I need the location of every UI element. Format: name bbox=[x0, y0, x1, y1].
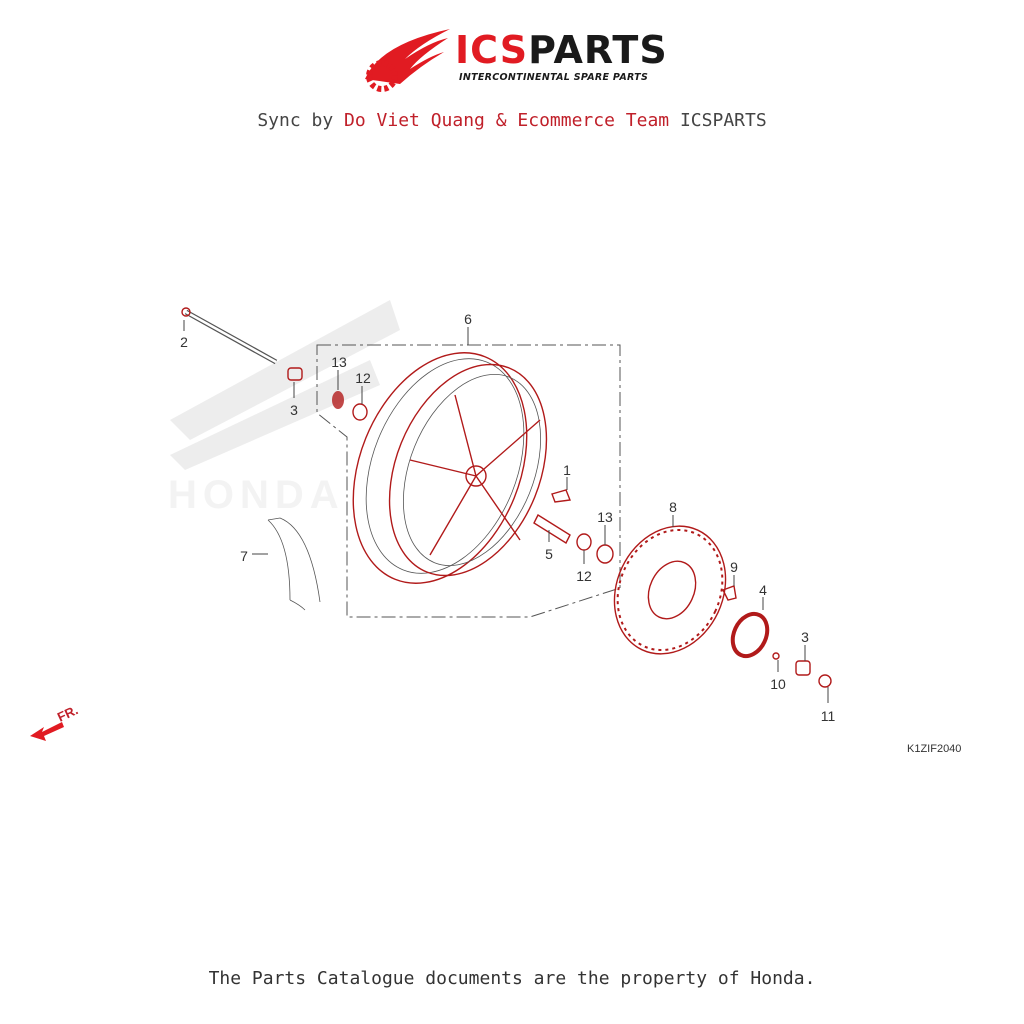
collar-left bbox=[287, 367, 303, 381]
bearing-right bbox=[576, 533, 592, 551]
callout-1: 1 bbox=[563, 462, 571, 478]
collar-right bbox=[795, 660, 811, 676]
sync-suffix: ICSPARTS bbox=[679, 110, 767, 131]
brake-disc bbox=[613, 525, 727, 655]
callout-12: 12 bbox=[576, 568, 592, 584]
callout-13: 13 bbox=[597, 509, 613, 525]
brand-red: ICS bbox=[455, 28, 529, 72]
assembly-box bbox=[316, 344, 621, 618]
callout-5: 5 bbox=[545, 546, 553, 562]
sync-team: Do Viet Quang & Ecommerce Team bbox=[344, 110, 670, 131]
front-wheel bbox=[352, 352, 548, 584]
callout-4: 4 bbox=[759, 582, 767, 598]
brand-black: PARTS bbox=[528, 28, 668, 72]
footer-disclaimer: The Parts Catalogue documents are the pr… bbox=[208, 968, 816, 989]
pulser-ring bbox=[730, 611, 770, 659]
front-direction-arrow-icon: FR. bbox=[30, 702, 80, 741]
dust-seal-left bbox=[332, 391, 344, 409]
diagram-code: K1ZIF2040 bbox=[907, 743, 961, 755]
callout-7: 7 bbox=[240, 548, 248, 564]
callout-8: 8 bbox=[669, 499, 677, 515]
leader-lines bbox=[183, 320, 829, 703]
bearing-left bbox=[352, 403, 368, 421]
axle-nut bbox=[818, 674, 832, 688]
dust-seal-right bbox=[596, 544, 614, 564]
honda-watermark: HONDA bbox=[168, 300, 400, 517]
callout-11: 11 bbox=[821, 708, 836, 724]
sync-prefix: Sync by bbox=[257, 110, 334, 131]
callout-13: 13 bbox=[331, 354, 347, 370]
axle-bolt bbox=[181, 307, 278, 365]
callout-2: 2 bbox=[180, 334, 188, 350]
watermark-text: HONDA bbox=[168, 473, 345, 517]
fender bbox=[267, 517, 321, 611]
callout-9: 9 bbox=[730, 559, 738, 575]
sync-credit: Sync by Do Viet Quang & Ecommerce Team I… bbox=[0, 110, 1024, 131]
screw bbox=[772, 652, 780, 660]
valve bbox=[551, 489, 571, 503]
callout-10: 10 bbox=[770, 676, 786, 692]
callout-12: 12 bbox=[355, 370, 371, 386]
fr-label: FR. bbox=[55, 702, 80, 724]
tagline: INTERCONTINENTAL SPARE PARTS bbox=[459, 72, 649, 83]
callout-3: 3 bbox=[290, 402, 298, 418]
wing-gear-logo-icon bbox=[365, 29, 450, 92]
distance-collar bbox=[533, 513, 571, 545]
callout-6: 6 bbox=[464, 311, 472, 327]
disc-bolt bbox=[722, 585, 737, 601]
brand-name: ICSPARTS bbox=[455, 30, 668, 70]
callout-3: 3 bbox=[801, 629, 809, 645]
